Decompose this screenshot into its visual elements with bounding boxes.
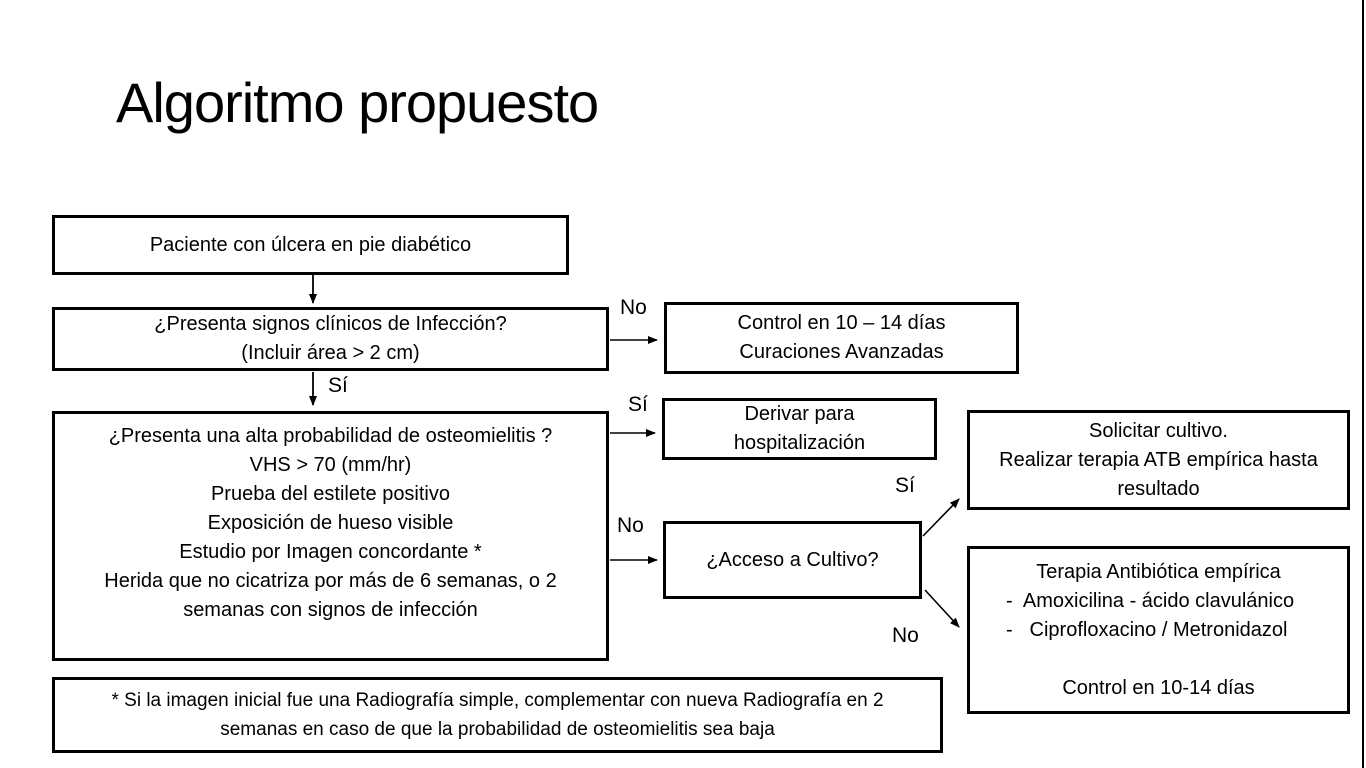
footnote-line2: semanas en caso de que la probabilidad d…: [220, 719, 775, 740]
node-cultivo-text: ¿Acceso a Cultivo?: [706, 548, 879, 571]
node-signos-infeccion-line2: (Incluir área > 2 cm): [241, 342, 420, 364]
node-osteo-line5: Estudio por Imagen concordante *: [179, 541, 482, 563]
edge-label-si-infeccion: Sí: [328, 374, 348, 397]
node-acceso-cultivo: ¿Acceso a Cultivo?: [663, 521, 922, 599]
node-solicitar-line3: resultado: [1117, 477, 1200, 500]
node-osteo-line6: Herida que no cicatriza por más de 6 sem…: [104, 570, 557, 592]
slide-right-border: [1362, 0, 1364, 768]
node-osteo-line2: VHS > 70 (mm/hr): [249, 454, 412, 476]
terapia-spacer: [970, 645, 1347, 674]
list-dash-icon: -: [1006, 619, 1013, 641]
node-derivar-line2: hospitalización: [733, 432, 866, 454]
node-control-line1: Control en 10 – 14 días: [737, 312, 946, 334]
node-terapia-title: Terapia Antibiótica empírica: [1036, 561, 1281, 583]
node-terapia-footer: Control en 10-14 días: [1062, 677, 1255, 699]
terapia-list-item: - Amoxicilina - ácido clavulánico: [970, 587, 1347, 616]
node-solicitar-cultivo: Solicitar cultivo. Realizar terapia ATB …: [967, 410, 1350, 510]
edge-label-no-osteomielitis: No: [617, 514, 644, 537]
node-footnote: * Si la imagen inicial fue una Radiograf…: [52, 677, 943, 753]
arrow-cultivo-to-terapia: [924, 589, 960, 628]
edge-label-si-cultivo: Sí: [895, 474, 915, 497]
node-solicitar-line1: Solicitar cultivo.: [1089, 419, 1228, 442]
node-osteo-line7: semanas con signos de infección: [183, 599, 478, 621]
node-probabilidad-osteomielitis: ¿Presenta una alta probabilidad de osteo…: [52, 411, 609, 661]
list-dash-icon: -: [1006, 590, 1013, 612]
terapia-item-1: Amoxicilina - ácido clavulánico: [1022, 590, 1295, 612]
node-paciente-text: Paciente con úlcera en pie diabético: [149, 233, 472, 256]
terapia-list-item: - Ciprofloxacino / Metronidazol: [970, 616, 1347, 645]
edge-label-no-infeccion: No: [620, 296, 647, 319]
arrow-cultivo-to-solicitar: [922, 498, 960, 537]
edge-label-no-cultivo: No: [892, 624, 919, 647]
node-signos-infeccion-line1: ¿Presenta signos clínicos de Infección?: [154, 313, 507, 335]
node-derivar-line1: Derivar para: [744, 403, 855, 425]
node-paciente: Paciente con úlcera en pie diabético: [52, 215, 569, 275]
node-control-line2: Curaciones Avanzadas: [739, 341, 944, 363]
terapia-item-2: Ciprofloxacino / Metronidazol: [1029, 619, 1288, 641]
node-control-10-14-dias: Control en 10 – 14 días Curaciones Avanz…: [664, 302, 1019, 374]
node-signos-infeccion: ¿Presenta signos clínicos de Infección? …: [52, 307, 609, 371]
node-osteo-line1: ¿Presenta una alta probabilidad de osteo…: [108, 425, 553, 447]
page-title: Algoritmo propuesto: [116, 71, 599, 134]
edge-label-si-osteomielitis: Sí: [628, 393, 648, 416]
footnote-line1: * Si la imagen inicial fue una Radiograf…: [111, 690, 884, 711]
node-terapia-antibiotica: Terapia Antibiótica empírica - Amoxicili…: [967, 546, 1350, 714]
node-osteo-line4: Exposición de hueso visible: [207, 512, 454, 534]
node-osteo-line3: Prueba del estilete positivo: [210, 483, 451, 505]
node-derivar-hospitalizacion: Derivar para hospitalización: [662, 398, 937, 460]
node-solicitar-line2: Realizar terapia ATB empírica hasta: [999, 448, 1318, 471]
